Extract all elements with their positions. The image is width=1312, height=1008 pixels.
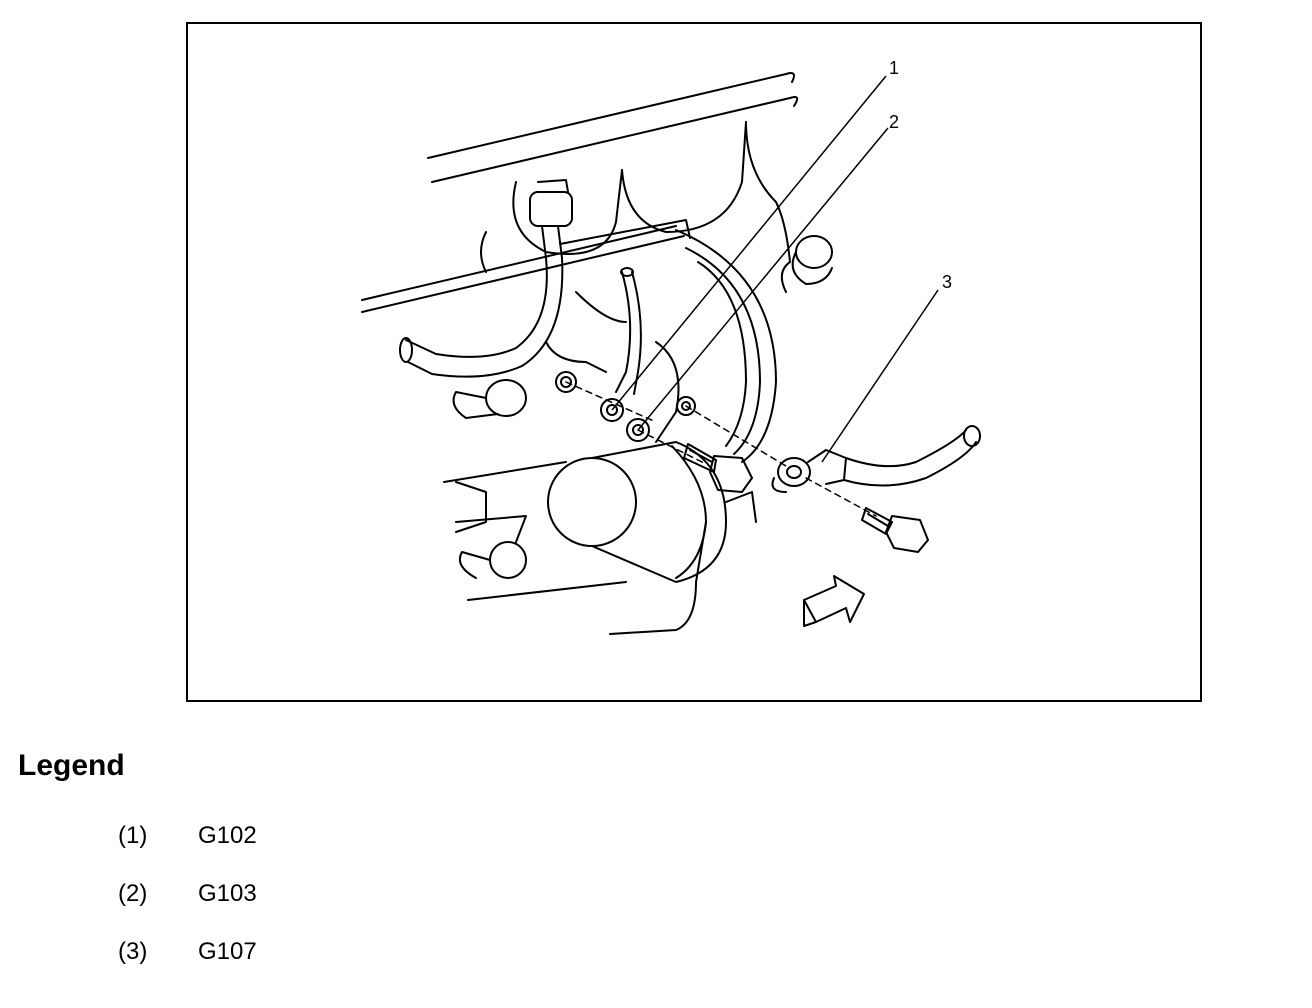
leader-line-2 <box>637 127 889 431</box>
callout-2: 2 <box>889 112 899 132</box>
legend-item: (2) G103 <box>118 880 257 908</box>
leader-line-1 <box>611 75 887 411</box>
legend-number: (1) <box>118 822 148 849</box>
legend-title: Legend <box>18 749 125 782</box>
callout-1: 1 <box>889 58 899 78</box>
legend-item: (3) G107 <box>118 938 257 966</box>
engine-ground-illustration: 1 2 3 <box>186 22 1202 702</box>
legend-code: G107 <box>198 938 257 965</box>
engine-drawing <box>361 72 981 635</box>
leader-line-3 <box>821 289 939 463</box>
legend-number: (3) <box>118 938 148 965</box>
legend-code: G103 <box>198 880 257 907</box>
legend-code: G102 <box>198 822 257 849</box>
legend-number: (2) <box>118 880 148 907</box>
legend-item: (1) G102 <box>118 822 257 850</box>
callout-3: 3 <box>942 272 952 292</box>
